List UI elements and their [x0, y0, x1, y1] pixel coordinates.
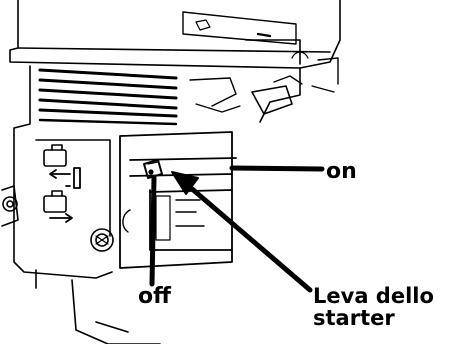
starter-lever-label-line2: starter: [313, 307, 434, 329]
fuel-valve-arrow-icon: [50, 168, 80, 222]
carburetor-body: [2, 135, 160, 344]
engine-housing: [10, 0, 340, 135]
choke-lever-plate: [120, 132, 236, 268]
on-label: on: [326, 160, 357, 183]
starter-lever-label: Leva dello starter: [313, 285, 434, 329]
lever-pointer-line: [184, 182, 310, 290]
on-pointer-line: [232, 168, 322, 169]
off-pointer-line: [152, 178, 154, 284]
callout-lines: [152, 168, 322, 290]
starter-lever-label-line1: Leva dello: [313, 285, 434, 307]
fuel-tank-icon: [44, 145, 66, 212]
off-label: off: [138, 285, 171, 308]
